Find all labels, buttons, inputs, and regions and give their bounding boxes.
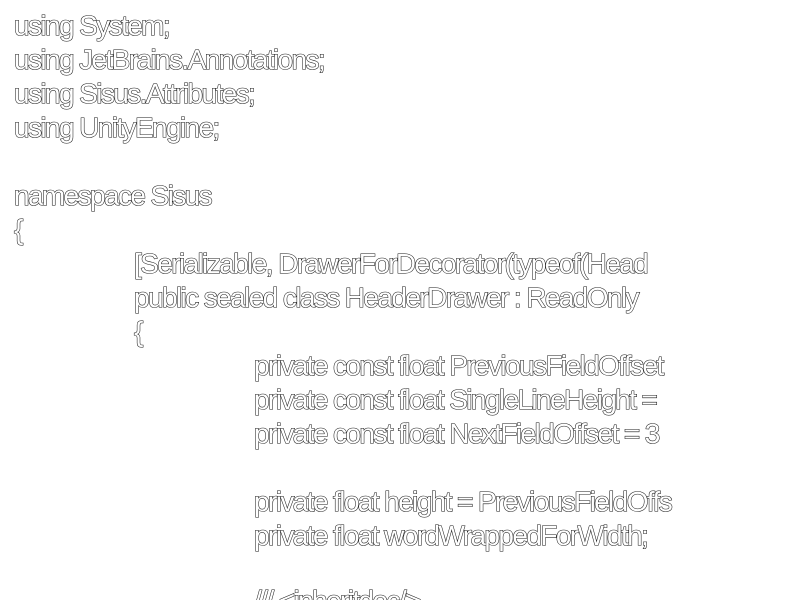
code-line-1: using System;: [13, 9, 171, 41]
code-line-11: private const float PreviousFieldOffset: [253, 349, 664, 381]
code-line-9: public sealed class HeaderDrawer : ReadO…: [133, 281, 640, 313]
code-line-2: using JetBrains.Annotations;: [13, 43, 326, 75]
code-line-8: [Serializable, DrawerForDecorator(typeof…: [133, 247, 649, 279]
code-line-4: using UnityEngine;: [13, 111, 220, 143]
code-line-13: private const float NextFieldOffset = 3: [253, 417, 660, 449]
code-line-15: private float height = PreviousFieldOffs: [253, 485, 673, 517]
code-line-6: namespace Sisus: [13, 179, 213, 211]
code-line-10: {: [133, 315, 143, 347]
code-line-18: /// <inheritdoc/>: [253, 584, 422, 600]
code-line-16: private float wordWrappedForWidth;: [253, 519, 649, 551]
code-line-3: using Sisus.Attributes;: [13, 77, 256, 109]
code-line-12: private const float SingleLineHeight =: [253, 383, 658, 415]
code-line-7: {: [13, 213, 23, 245]
